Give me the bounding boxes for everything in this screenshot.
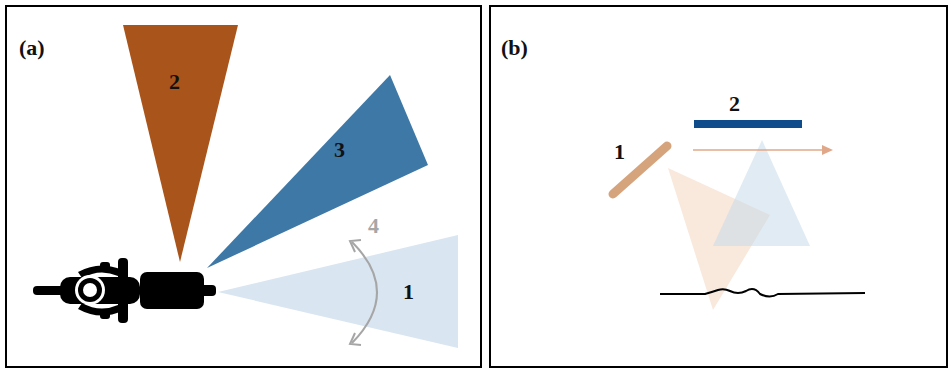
- panel-label: (a): [19, 37, 45, 59]
- panel: (a) 2 3: [5, 5, 482, 368]
- sensor-cone: 3: [207, 75, 428, 268]
- ground-line: [660, 289, 865, 296]
- callout-number: 2: [729, 93, 740, 115]
- arrow-head: [822, 145, 833, 155]
- beam-cone: [713, 140, 810, 246]
- cone-fill: [123, 25, 238, 262]
- callout-number: 4: [368, 215, 379, 237]
- panel: (b): [489, 5, 948, 368]
- cone-shape: [123, 25, 238, 262]
- arrow-head: [350, 240, 361, 252]
- cone-fill: [207, 75, 428, 268]
- callout-number: 1: [403, 281, 414, 303]
- sensor-bar: [694, 120, 802, 128]
- callout-number: 1: [614, 141, 625, 163]
- panel-label: (b): [501, 37, 528, 59]
- sensor-cone: [218, 235, 458, 348]
- callout-number: 2: [169, 71, 180, 93]
- rotation-arc: [352, 242, 377, 343]
- callout-number: 3: [334, 139, 345, 161]
- motorcycle: [33, 258, 216, 323]
- sensor-cone: 2: [123, 25, 238, 262]
- arrow-head: [350, 333, 361, 345]
- cone-shape: [207, 75, 428, 268]
- motion-arrow: [693, 149, 826, 151]
